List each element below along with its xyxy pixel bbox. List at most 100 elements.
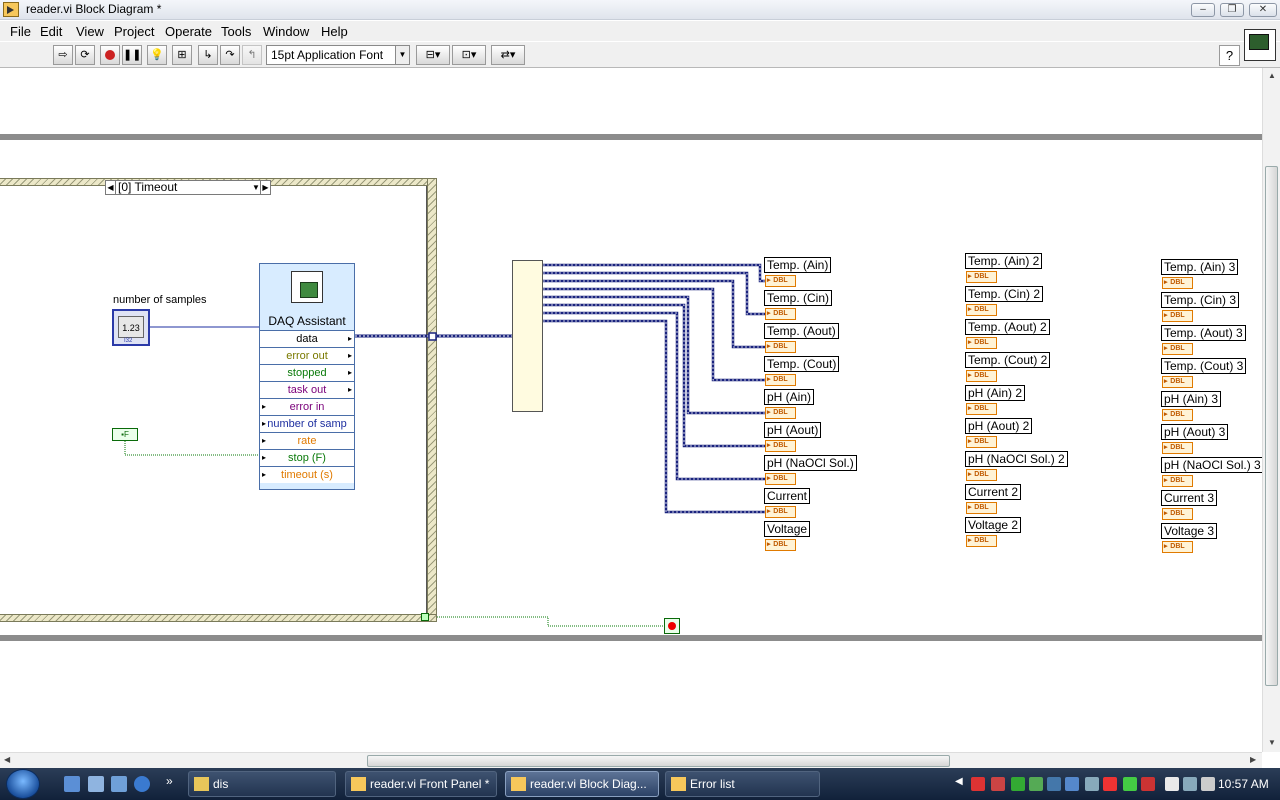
dbl-terminal[interactable]: DBL xyxy=(966,469,997,481)
daq-terminal-rate[interactable]: rate xyxy=(260,432,354,449)
indicator-temp-cout[interactable]: Temp. (Cout) xyxy=(764,356,840,372)
daq-terminal-number-of-samples[interactable]: number of samp xyxy=(260,415,354,432)
indicator-ph-ain-3[interactable]: pH (Ain) 3 xyxy=(1161,391,1222,407)
indicator-voltage-2[interactable]: Voltage 2 xyxy=(965,517,1022,533)
quicklaunch-overflow-icon[interactable]: » xyxy=(166,774,173,788)
menu-tools[interactable]: Tools xyxy=(221,24,252,39)
dbl-terminal[interactable]: DBL xyxy=(1162,475,1193,487)
dbl-terminal[interactable]: DBL xyxy=(765,308,796,320)
taskbar-item-error-list[interactable]: Error list xyxy=(665,771,820,797)
indicator-temp-cout-3[interactable]: Temp. (Cout) 3 xyxy=(1161,358,1247,374)
distribute-objects-icon[interactable]: ⊡▾ xyxy=(452,45,486,65)
abort-icon[interactable] xyxy=(100,45,120,65)
dbl-terminal[interactable]: DBL xyxy=(1162,310,1193,322)
step-out-icon[interactable]: ↰ xyxy=(242,45,262,65)
stop-condition-terminal[interactable] xyxy=(664,618,680,634)
dbl-terminal[interactable]: DBL xyxy=(765,473,796,485)
tray-expand-icon[interactable]: ◀ xyxy=(955,776,963,787)
taskbar-item-dis[interactable]: dis xyxy=(188,771,336,797)
indicator-temp-aout-3[interactable]: Temp. (Aout) 3 xyxy=(1161,325,1246,341)
context-help-button[interactable]: ? xyxy=(1219,45,1240,66)
daq-terminal-task-out[interactable]: task out xyxy=(260,381,354,398)
minimize-button[interactable]: – xyxy=(1191,3,1215,17)
tools-icon[interactable] xyxy=(1047,777,1061,791)
daq-terminal-error-out[interactable]: error out xyxy=(260,347,354,364)
menu-file[interactable]: File xyxy=(10,24,31,39)
indicator-current-2[interactable]: Current 2 xyxy=(965,484,1022,500)
stop-wire[interactable] xyxy=(437,616,664,627)
indicator-temp-aout[interactable]: Temp. (Aout) xyxy=(764,323,839,339)
indicator-temp-ain-2[interactable]: Temp. (Ain) 2 xyxy=(965,253,1043,269)
dbl-terminal[interactable]: DBL xyxy=(966,436,997,448)
menu-operate[interactable]: Operate xyxy=(165,24,212,39)
taskbar-item-front-panel[interactable]: reader.vi Front Panel * xyxy=(345,771,497,797)
show-desktop-icon[interactable] xyxy=(64,776,80,792)
indicator-current[interactable]: Current xyxy=(764,488,811,504)
security-alert-icon[interactable] xyxy=(971,777,985,791)
boolean-wire[interactable] xyxy=(124,441,259,456)
indicator-ph-ain[interactable]: pH (Ain) xyxy=(764,389,815,405)
menu-view[interactable]: View xyxy=(76,24,104,39)
align-objects-icon[interactable]: ⊟▾ xyxy=(416,45,450,65)
dbl-terminal[interactable]: DBL xyxy=(765,374,796,386)
horizontal-scrollbar[interactable]: ◀ ▶ xyxy=(0,752,1262,768)
indicator-ph-naocl[interactable]: pH (NaOCl Sol.) xyxy=(764,455,857,471)
taskbar-item-block-diagram[interactable]: reader.vi Block Diag... xyxy=(505,771,659,797)
dbl-terminal[interactable]: DBL xyxy=(765,440,796,452)
block-diagram-canvas[interactable]: ◀ [0] Timeout ▼ ▶ xyxy=(0,68,1262,752)
indicator-ph-naocl-2[interactable]: pH (NaOCl Sol.) 2 xyxy=(965,451,1068,467)
indicator-temp-aout-2[interactable]: Temp. (Aout) 2 xyxy=(965,319,1050,335)
split-signals-node[interactable] xyxy=(512,260,543,412)
retain-wire-values-icon[interactable]: ⊞ xyxy=(172,45,192,65)
indicator-voltage-3[interactable]: Voltage 3 xyxy=(1161,523,1218,539)
indicator-ph-aout[interactable]: pH (Aout) xyxy=(764,422,822,438)
dbl-terminal[interactable]: DBL xyxy=(1162,376,1193,388)
run-arrow-icon[interactable]: ⇨ xyxy=(53,45,73,65)
labview-vi-icon[interactable] xyxy=(3,2,19,17)
indicator-voltage[interactable]: Voltage xyxy=(764,521,811,537)
dbl-terminal[interactable]: DBL xyxy=(966,403,997,415)
case-output-tunnel[interactable] xyxy=(421,613,429,621)
indicator-ph-aout-2[interactable]: pH (Aout) 2 xyxy=(965,418,1033,434)
dbl-terminal[interactable]: DBL xyxy=(966,502,997,514)
scroll-down-icon[interactable]: ▼ xyxy=(1268,738,1276,747)
dbl-terminal[interactable]: DBL xyxy=(765,407,796,419)
step-over-icon[interactable]: ↷ xyxy=(220,45,240,65)
scroll-left-icon[interactable]: ◀ xyxy=(4,755,11,764)
vertical-scroll-thumb[interactable] xyxy=(1265,166,1278,686)
run-continuously-icon[interactable]: ⟳ xyxy=(75,45,95,65)
blocked-icon[interactable] xyxy=(991,777,1005,791)
network-icon[interactable] xyxy=(111,776,127,792)
indicator-ph-naocl-3[interactable]: pH (NaOCl Sol.) 3 xyxy=(1161,457,1262,473)
number-of-samples-control[interactable]: 1.23 I32 xyxy=(112,309,150,346)
chevron-down-icon[interactable]: ▼ xyxy=(252,183,260,192)
indicator-temp-cout-2[interactable]: Temp. (Cout) 2 xyxy=(965,352,1051,368)
dbl-terminal[interactable]: DBL xyxy=(1162,343,1193,355)
dbl-terminal[interactable]: DBL xyxy=(1162,508,1193,520)
font-select[interactable]: 15pt Application Font ▼ xyxy=(266,45,410,65)
horizontal-scroll-thumb[interactable] xyxy=(367,755,950,767)
menu-window[interactable]: Window xyxy=(263,24,310,39)
green-status-icon[interactable] xyxy=(1123,777,1137,791)
scroll-up-icon[interactable]: ▲ xyxy=(1268,71,1276,80)
menu-edit[interactable]: Edit xyxy=(40,24,63,39)
pause-icon[interactable]: ❚❚ xyxy=(122,45,142,65)
dbl-terminal[interactable]: DBL xyxy=(966,370,997,382)
decrement-icon[interactable]: ◀ xyxy=(106,181,116,194)
daq-terminal-timeout[interactable]: timeout (s) xyxy=(260,466,354,483)
dbl-terminal[interactable]: DBL xyxy=(966,337,997,349)
dbl-terminal[interactable]: DBL xyxy=(765,506,796,518)
indicator-temp-cin-3[interactable]: Temp. (Cin) 3 xyxy=(1161,292,1240,308)
step-into-icon[interactable]: ↳ xyxy=(198,45,218,65)
indicator-temp-cin-2[interactable]: Temp. (Cin) 2 xyxy=(965,286,1044,302)
device-icon[interactable] xyxy=(1065,777,1079,791)
volume-icon[interactable] xyxy=(1201,777,1215,791)
daq-assistant-node[interactable]: DAQ Assistant data error out stopped tas… xyxy=(259,263,355,490)
daq-terminal-stopped[interactable]: stopped xyxy=(260,364,354,381)
dbl-terminal[interactable]: DBL xyxy=(966,271,997,283)
dbl-terminal[interactable]: DBL xyxy=(1162,541,1193,553)
menu-project[interactable]: Project xyxy=(114,24,155,39)
maximize-button[interactable]: ❐ xyxy=(1220,3,1244,17)
dbl-terminal[interactable]: DBL xyxy=(966,304,997,316)
indicator-current-3[interactable]: Current 3 xyxy=(1161,490,1218,506)
